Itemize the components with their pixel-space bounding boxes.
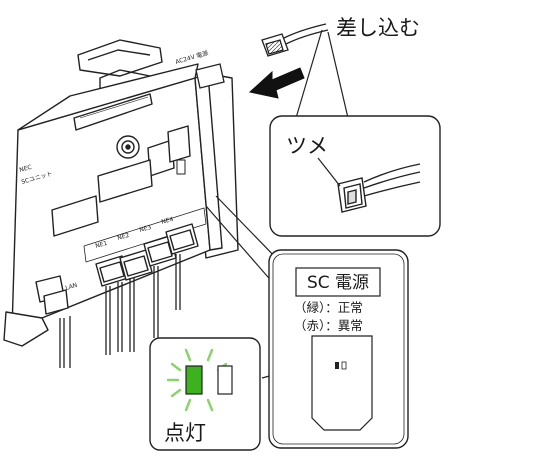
network-cables (59, 254, 181, 368)
insert-arrow (248, 67, 305, 99)
lit-green-led (185, 365, 203, 395)
latch-detail-box (269, 115, 441, 237)
latch-connector-detail (337, 163, 421, 213)
insert-label: 差し込む (336, 16, 420, 40)
power-cable (283, 23, 329, 45)
unit-port-label-2: NE2 (117, 232, 131, 242)
sc-red-status: （赤）：異常 (294, 318, 363, 333)
sc-title-frame (295, 267, 381, 297)
sc-led-red (341, 361, 347, 370)
latch-label: ツメ (286, 134, 328, 158)
lit-label: 点灯 (164, 421, 206, 445)
sc-green-status: （緑）：正常 (294, 300, 363, 315)
sc-led-window (311, 335, 373, 431)
ne-port-3 (143, 235, 177, 267)
latch-pointer (317, 157, 341, 187)
unit-power-label: AC24V 電源 (174, 49, 209, 66)
sc-led-green (335, 362, 339, 369)
unit-port-label-4: NE4 (161, 216, 175, 226)
unit-port-label-1: NE1 (95, 240, 109, 250)
power-connector (195, 33, 289, 89)
ne-port-2 (119, 249, 153, 281)
unit-brand: NEC (19, 164, 33, 174)
unit-lan-label: LAN (65, 282, 79, 292)
ne-port-4 (165, 223, 199, 255)
sc-panel-title: SC 電源 (307, 273, 369, 293)
lit-red-led-off (217, 365, 233, 395)
unit-port-label-3: NE3 (139, 224, 153, 234)
ne-port-1 (95, 255, 129, 287)
